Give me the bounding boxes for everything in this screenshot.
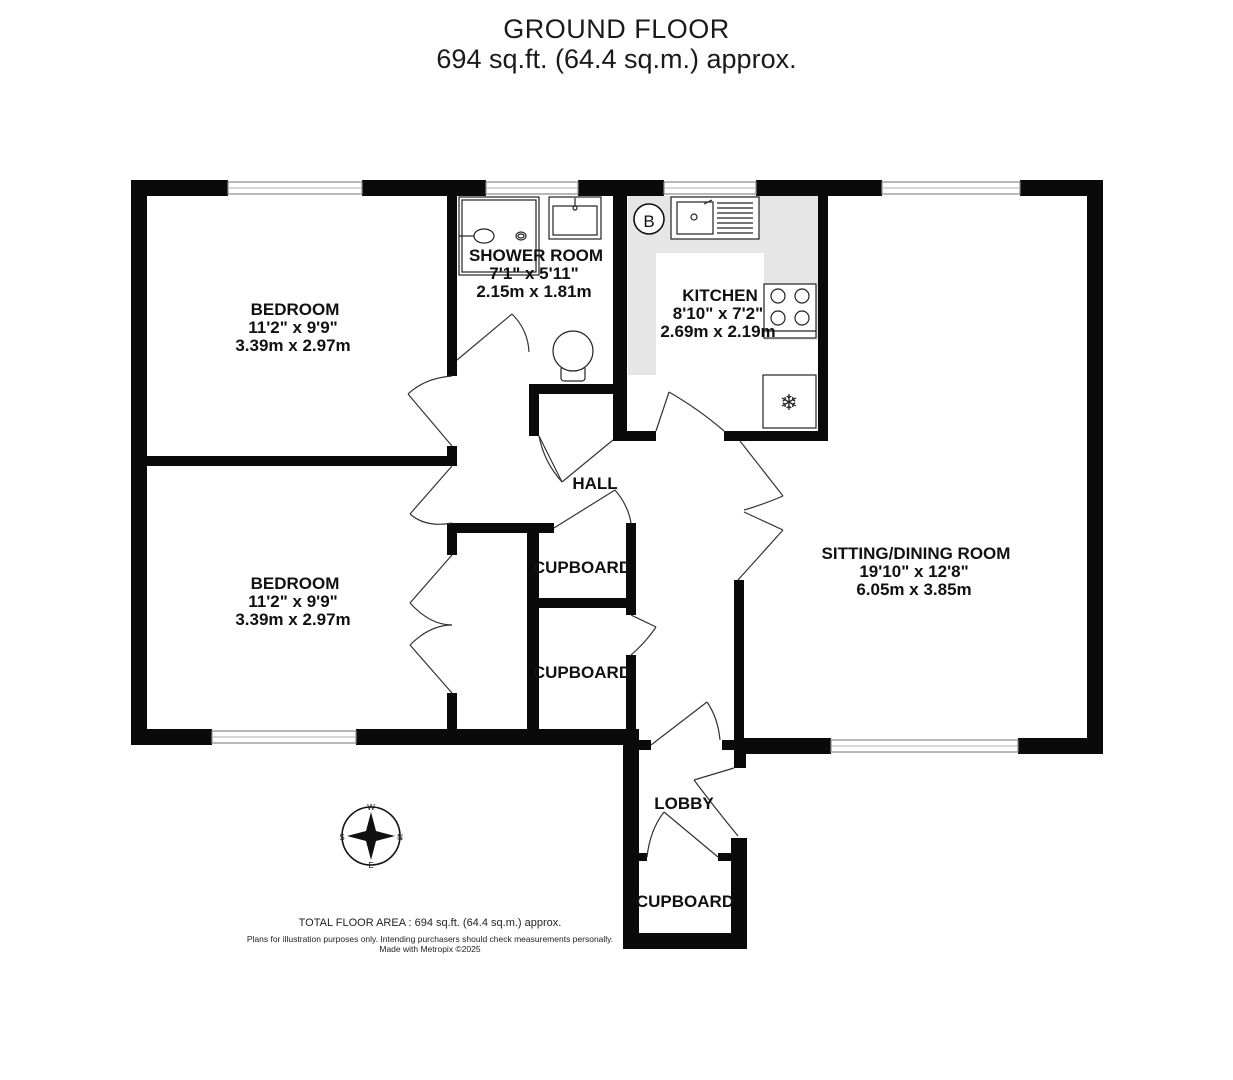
svg-text:3.39m x 2.97m: 3.39m x 2.97m: [235, 610, 350, 629]
svg-text:8'10" x 7'2": 8'10" x 7'2": [673, 304, 763, 323]
label-bedroom2: BEDROOM 11'2" x 9'9" 3.39m x 2.97m: [235, 574, 350, 629]
hob: [763, 283, 817, 339]
svg-text:E: E: [368, 861, 373, 870]
doors: [407, 313, 784, 858]
svg-text:11'2" x 9'9": 11'2" x 9'9": [248, 318, 337, 337]
label-cupboard-2: CUPBOARD: [533, 663, 631, 682]
fridge: [762, 374, 817, 429]
svg-text:W: W: [367, 803, 375, 812]
svg-text:11'2" x 9'9": 11'2" x 9'9": [248, 592, 337, 611]
walls: [131, 180, 1103, 949]
snowflake-icon: ❄: [780, 391, 798, 416]
washbasin: [548, 196, 602, 240]
svg-text:BEDROOM: BEDROOM: [251, 574, 340, 593]
svg-text:BEDROOM: BEDROOM: [251, 300, 340, 319]
label-lobby: LOBBY: [654, 794, 714, 813]
svg-text:SITTING/DINING ROOM: SITTING/DINING ROOM: [822, 544, 1011, 563]
svg-text:3.39m x 2.97m: 3.39m x 2.97m: [235, 336, 350, 355]
label-hall: HALL: [572, 474, 617, 493]
svg-text:2.15m x 1.81m: 2.15m x 1.81m: [476, 282, 591, 301]
boiler-marker: B: [633, 203, 665, 235]
total-floor-area: TOTAL FLOOR AREA : 694 sq.ft. (64.4 sq.m…: [298, 917, 562, 929]
svg-text:6.05m x 3.85m: 6.05m x 3.85m: [856, 580, 971, 599]
label-shower-room: SHOWER ROOM 7'1" x 5'11" 2.15m x 1.81m: [469, 246, 603, 301]
disclaimer: Plans for illustration purposes only. In…: [246, 934, 614, 944]
label-cupboard-3: CUPBOARD: [636, 892, 734, 911]
kitchen-sink: [670, 196, 760, 240]
floor-area: 694 sq.ft. (64.4 sq.m.) approx.: [436, 44, 797, 74]
label-bedroom1: BEDROOM 11'2" x 9'9" 3.39m x 2.97m: [235, 300, 350, 355]
svg-text:S: S: [339, 833, 344, 842]
svg-text:7'1" x 5'11": 7'1" x 5'11": [489, 264, 578, 283]
svg-text:SHOWER ROOM: SHOWER ROOM: [469, 246, 603, 265]
label-kitchen: KITCHEN 8'10" x 7'2" 2.69m x 2.19m: [660, 286, 775, 341]
floor-title: GROUND FLOOR: [503, 14, 730, 44]
label-cupboard-1: CUPBOARD: [533, 558, 631, 577]
svg-text:N: N: [397, 833, 403, 842]
toilet: [552, 330, 594, 382]
svg-text:B: B: [643, 212, 654, 231]
svg-text:19'10" x 12'8": 19'10" x 12'8": [859, 562, 968, 581]
svg-text:KITCHEN: KITCHEN: [682, 286, 758, 305]
window-glazing: [212, 187, 1020, 747]
shower-tray: [458, 196, 540, 276]
credit: Made with Metropix ©2025: [379, 944, 481, 954]
svg-text:2.69m x 2.19m: 2.69m x 2.19m: [660, 322, 775, 341]
compass-icon: W N S E: [339, 803, 403, 870]
label-sitting-dining: SITTING/DINING ROOM 19'10" x 12'8" 6.05m…: [822, 544, 1011, 599]
